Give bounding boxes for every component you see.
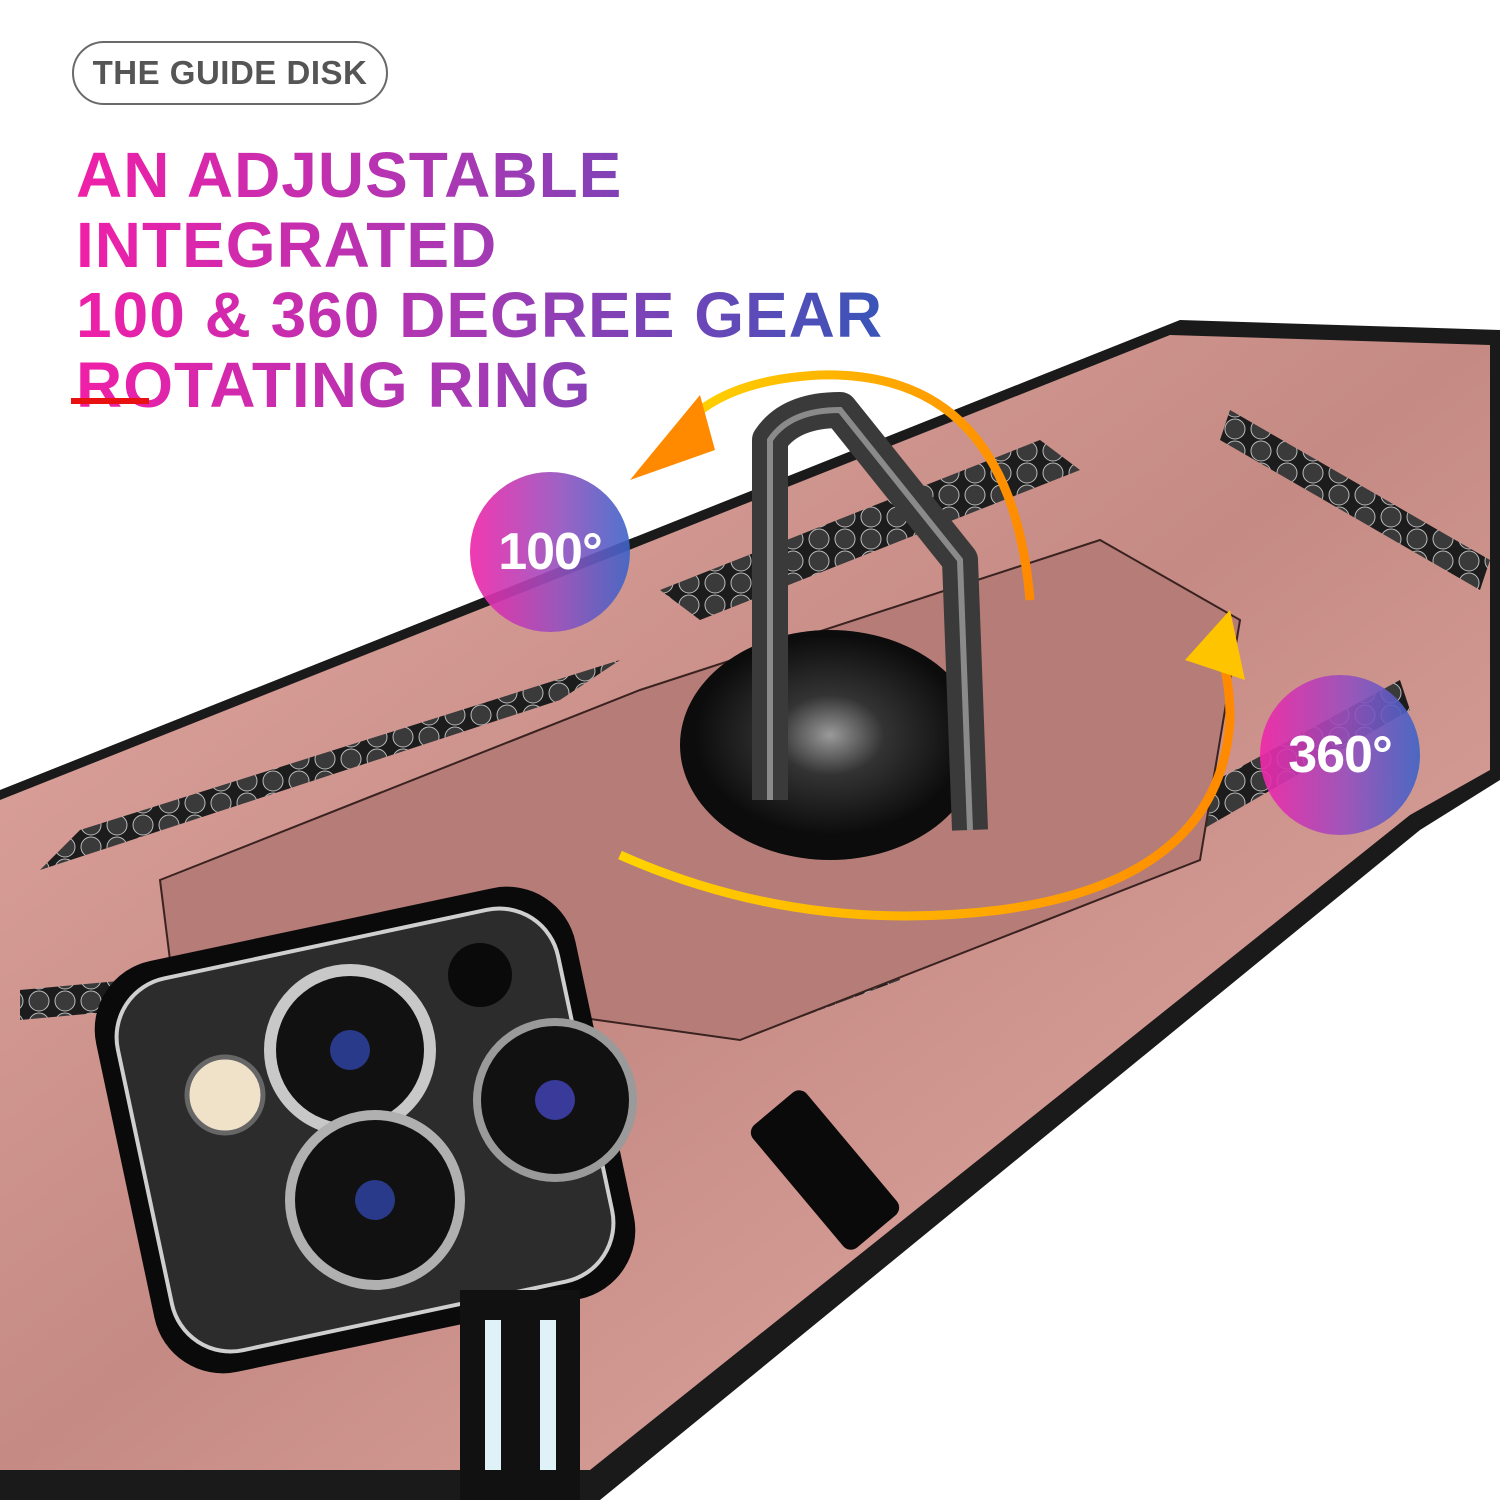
rotation-100-label: 100° [498, 523, 603, 581]
headline-line-3: ROTATING RING [76, 350, 976, 420]
rotation-100-badge: 100° [470, 472, 630, 632]
headline-line-2: 100 & 360 DEGREE GEAR [76, 280, 976, 350]
rotation-360-badge: 360° [1260, 675, 1420, 835]
headline: AN ADJUSTABLE INTEGRATED 100 & 360 DEGRE… [76, 140, 976, 420]
headline-line-1: AN ADJUSTABLE INTEGRATED [76, 140, 976, 280]
rotation-360-label: 360° [1288, 726, 1393, 784]
accent-bar [71, 398, 149, 404]
guide-disk-tag: THE GUIDE DISK [72, 41, 388, 105]
guide-disk-tag-label: THE GUIDE DISK [92, 54, 368, 91]
